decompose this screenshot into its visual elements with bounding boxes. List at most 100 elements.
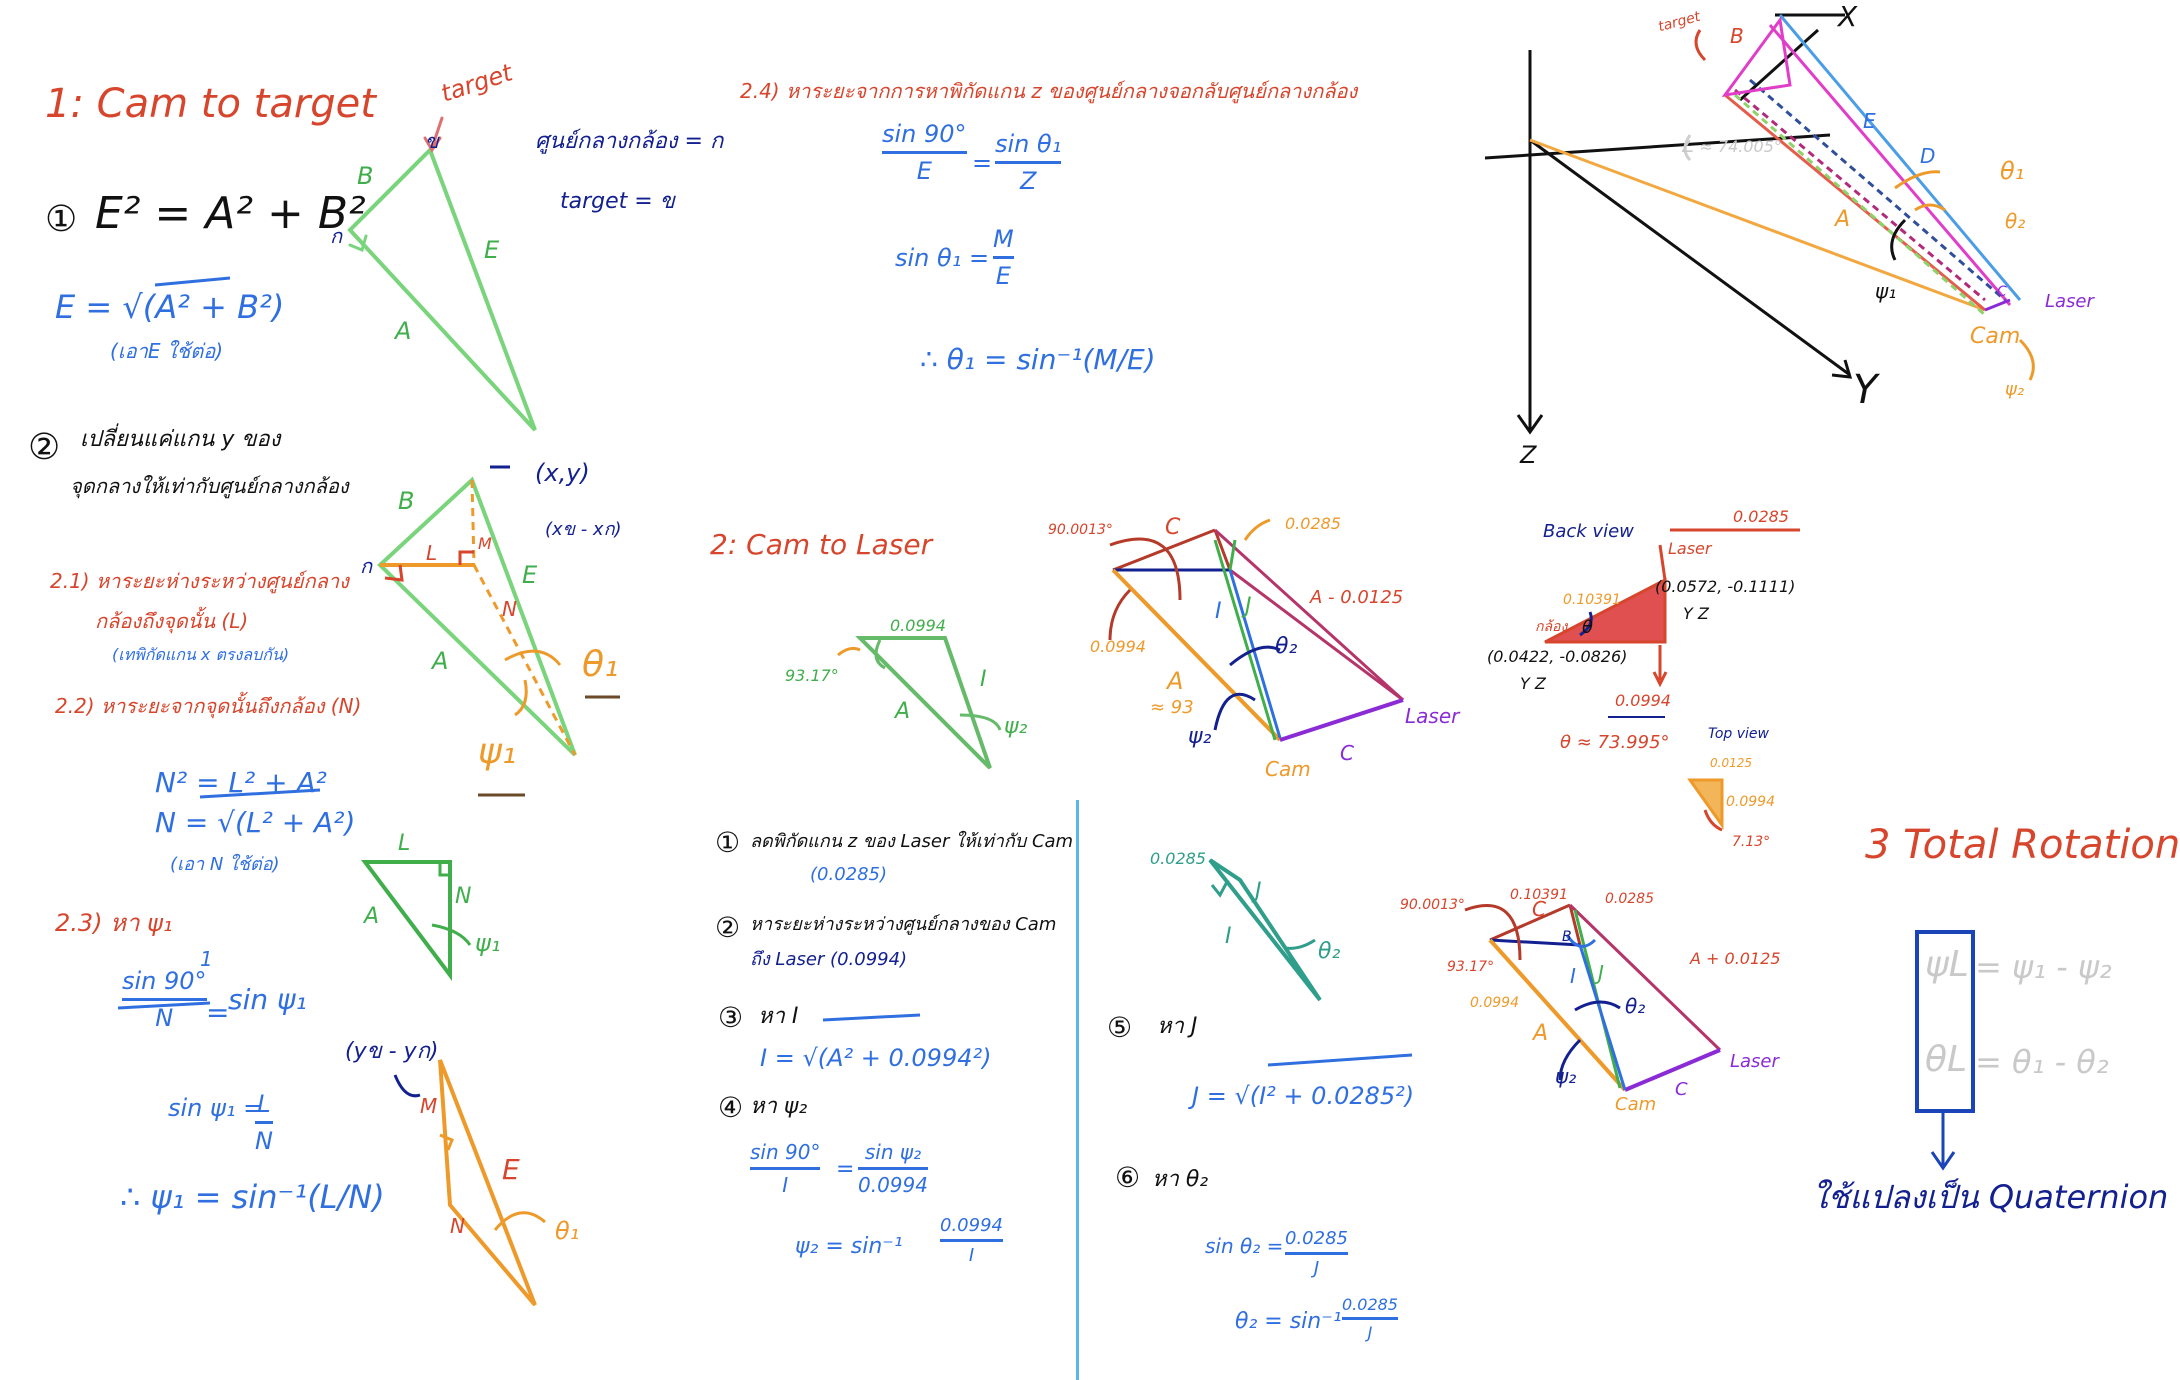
step6-frac-den: J (1313, 1258, 1320, 1279)
step21-line1: 2.1) หาระยะห่างระหว่างศูนย์กลาง (50, 569, 349, 593)
section24-frac3-num: M (993, 225, 1014, 253)
tri-a-A: A (895, 699, 911, 724)
total-rotation-box (1915, 930, 1975, 1113)
fig3d-laser: Laser (1405, 704, 1460, 728)
step4-frac1-num: sin 90° (750, 1140, 821, 1164)
step4-marker-s2: ④ (718, 1091, 744, 1124)
psi-L-symbol: ψL (1925, 944, 1969, 985)
step2-line2-s2: ถึง Laser (0.0994) (750, 949, 908, 970)
section24-frac1-num: sin 90° (882, 120, 967, 148)
fig3d-b-J: J (1598, 961, 1604, 985)
section-divider (1076, 800, 1079, 1380)
box-3d-figure (1108, 518, 1405, 742)
tri4-label-M: M (420, 1094, 438, 1118)
section24-frac1-den: E (916, 157, 932, 185)
topview-side: 0.0994 (1726, 794, 1775, 810)
tri2-label-B: B (398, 487, 415, 515)
tri3-label-A: A (364, 904, 380, 929)
fraction-bar (882, 151, 967, 154)
fig3d-b-A-plus: A + 0.0125 (1690, 949, 1781, 968)
fig3d-A-minus: A - 0.0125 (1310, 587, 1404, 608)
step23-one: 1 (200, 947, 213, 971)
frac-L: L (257, 1090, 271, 1118)
axis-z-label: Z (1520, 441, 1537, 469)
frac-N: N (255, 1127, 273, 1155)
step6-frac-num: 0.0285 (1285, 1228, 1348, 1249)
step1-text-s2: ลดพิกัดแกน z ของ Laser ให้เท่ากับ Cam (750, 831, 1074, 852)
triangle-midpoint (377, 465, 620, 797)
tri-a-psi: ψ₂ (1004, 714, 1028, 739)
section24-eq3-lhs: sin θ₁ = (895, 244, 990, 272)
axis-x-label: X (1838, 0, 1858, 33)
fig3d-b-angle2: 93.17° (1447, 959, 1495, 975)
backview-theta-approx: θ ≈ 73.995° (1560, 732, 1670, 753)
fig3d-b-A: A (1533, 1021, 1549, 1046)
tri2-label-E: E (522, 561, 538, 589)
fig3d-b-I: I (1570, 964, 1576, 988)
quaternion-note: ใช้แปลงเป็น Quaternion (1812, 1178, 2169, 1216)
fraction-bar (940, 1239, 1003, 1242)
triangle-cam-laser (837, 636, 1002, 770)
section24-frac3: M E (993, 225, 1014, 290)
axes-theta1: θ₁ (2000, 157, 2025, 185)
coord-y-diff: (yข - yก) (345, 1039, 439, 1064)
tri2-label-g: ก (360, 554, 373, 578)
tri2-theta1: θ₁ (582, 644, 619, 685)
step23-equals: = (206, 996, 230, 1029)
tri-b-I: I (1225, 924, 1232, 949)
legend-target: target = ข (560, 189, 675, 214)
section24-frac2-num: sin θ₁ (995, 130, 1062, 158)
tri1-label-A: A (395, 317, 412, 345)
fig3d-angle: 90.0013° (1048, 522, 1113, 538)
section1-title: 1: Cam to target (45, 81, 376, 127)
step6-text-s2: หา θ₂ (1152, 1167, 1209, 1192)
step4-result-den: I (968, 1245, 975, 1266)
step4-frac2: sin ψ₂ 0.0994 (858, 1140, 928, 1197)
step6-lhs: sin θ₂ = (1205, 1234, 1284, 1258)
legend-camera-center: ศูนย์กลางกล้อง = ก (535, 129, 724, 154)
step23-result: ∴ ψ₁ = sin⁻¹(L/N) (120, 1178, 385, 1216)
fig3d-J: J (1245, 594, 1252, 619)
tri4-label-E: E (502, 1153, 520, 1186)
box-3d-figure-b (1464, 903, 1722, 1092)
backview-laser-coord: (0.0572, -0.1111) (1655, 577, 1796, 596)
step2-line1: เปลี่ยนแค่แกน y ของ (80, 427, 281, 452)
step1-marker-s2: ① (715, 826, 741, 859)
fraction-bar (1342, 1317, 1398, 1320)
fig3d-b-angle: 90.0013° (1400, 897, 1465, 913)
step23-rhs: sin ψ₁ (228, 983, 307, 1016)
fig3d-b-laser: Laser (1730, 1051, 1779, 1072)
total-rotation-arrow (1930, 1112, 1956, 1171)
tri4-label-N: N (450, 1214, 465, 1238)
step3-marker-s2: ③ (718, 1001, 744, 1034)
fig3d-theta: θ₂ (1275, 634, 1298, 659)
fig3d-b-B: B (1562, 929, 1572, 945)
step4-frac1-den: I (782, 1173, 789, 1197)
step6-frac: 0.0285 J (1285, 1228, 1348, 1279)
fig3d-b-val2: 0.0285 (1605, 891, 1654, 907)
step5-text-s2: หา J (1157, 1014, 1198, 1039)
section24-frac3-den: E (995, 262, 1011, 290)
backview-bottom: 0.0994 (1615, 691, 1671, 710)
tri-b-J: J (1255, 879, 1262, 904)
step4-result-frac: 0.0994 I (940, 1215, 1003, 1266)
backview-theta: θ (1582, 617, 1594, 638)
equation-strokes (117, 276, 1413, 1067)
axes-psi2: ψ₂ (2005, 379, 2025, 400)
tri2-label-N: N (502, 597, 517, 621)
step4-eq: = (836, 1157, 855, 1182)
step6-result-num: 0.0285 (1342, 1295, 1398, 1314)
step5-eq-s2: J = √(I² + 0.0285²) (1192, 1082, 1415, 1110)
step6-result-frac: 0.0285 J (1342, 1295, 1398, 1342)
tri2-label-A: A (432, 647, 449, 675)
section24-frac2-den: Z (1019, 167, 1037, 195)
axes-E: E (1863, 109, 1876, 133)
step23-den1: N (155, 1004, 174, 1032)
section24-frac1: sin 90° E (882, 120, 967, 185)
section3-title: 3 Total Rotation (1865, 822, 2180, 868)
step22-title: 2.2) หาระยะจากจุดนั้นถึงกล้อง (N) (55, 694, 362, 718)
tri3-label-N: N (455, 884, 472, 909)
step4-frac2-num: sin ψ₂ (864, 1140, 922, 1164)
step5-marker-s2: ⑤ (1107, 1011, 1133, 1044)
